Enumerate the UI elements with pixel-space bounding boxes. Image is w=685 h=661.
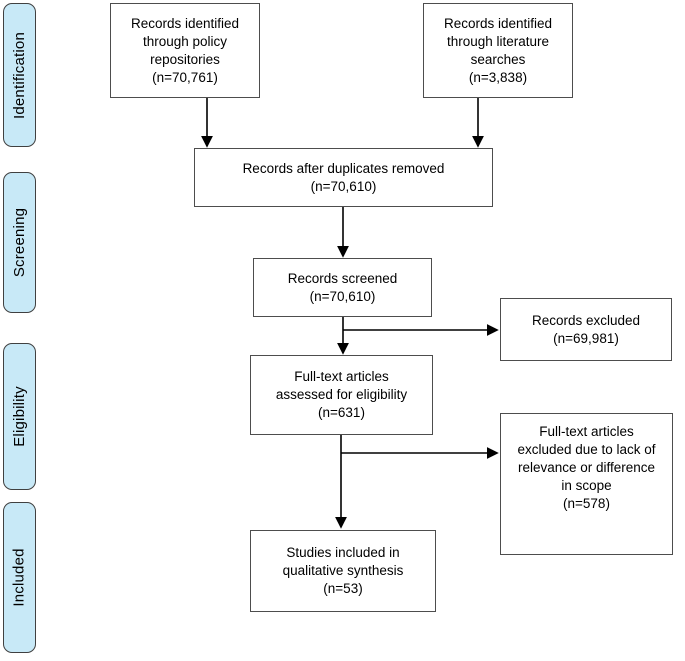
box-records-literature: Records identified through literature se…: [423, 3, 573, 98]
box-records-screened: Records screened (n=70,610): [253, 258, 432, 317]
stage-included: Included: [3, 502, 36, 653]
box-duplicates-removed: Records after duplicates removed (n=70,6…: [194, 148, 493, 207]
stage-identification-label: Identification: [11, 31, 28, 119]
box-fulltext-assessed: Full-text articles assessed for eligibil…: [250, 355, 433, 435]
box-records-excluded-text: Records excluded (n=69,981): [531, 312, 641, 346]
box-fulltext-excluded: Full-text articles excluded due to lack …: [500, 413, 673, 555]
box-records-policy: Records identified through policy reposi…: [110, 3, 260, 98]
stage-screening: Screening: [3, 172, 36, 313]
box-records-excluded: Records excluded (n=69,981): [500, 298, 672, 361]
box-records-screened-text: Records screened (n=70,610): [287, 270, 398, 304]
box-fulltext-assessed-text: Full-text articles assessed for eligibil…: [275, 369, 408, 420]
box-records-literature-text: Records identified through literature se…: [443, 15, 553, 85]
box-fulltext-excluded-text: Full-text articles excluded due to lack …: [517, 424, 656, 511]
stage-eligibility: Eligibility: [3, 343, 36, 490]
box-included-studies: Studies included in qualitative synthesi…: [250, 530, 436, 612]
stage-included-label: Included: [11, 548, 28, 607]
box-included-studies-text: Studies included in qualitative synthesi…: [282, 545, 404, 596]
stage-identification: Identification: [3, 3, 36, 147]
stage-screening-label: Screening: [11, 207, 29, 278]
box-duplicates-removed-text: Records after duplicates removed (n=70,6…: [242, 160, 445, 194]
box-records-policy-text: Records identified through policy reposi…: [130, 15, 240, 85]
stage-eligibility-label: Eligibility: [11, 386, 28, 447]
